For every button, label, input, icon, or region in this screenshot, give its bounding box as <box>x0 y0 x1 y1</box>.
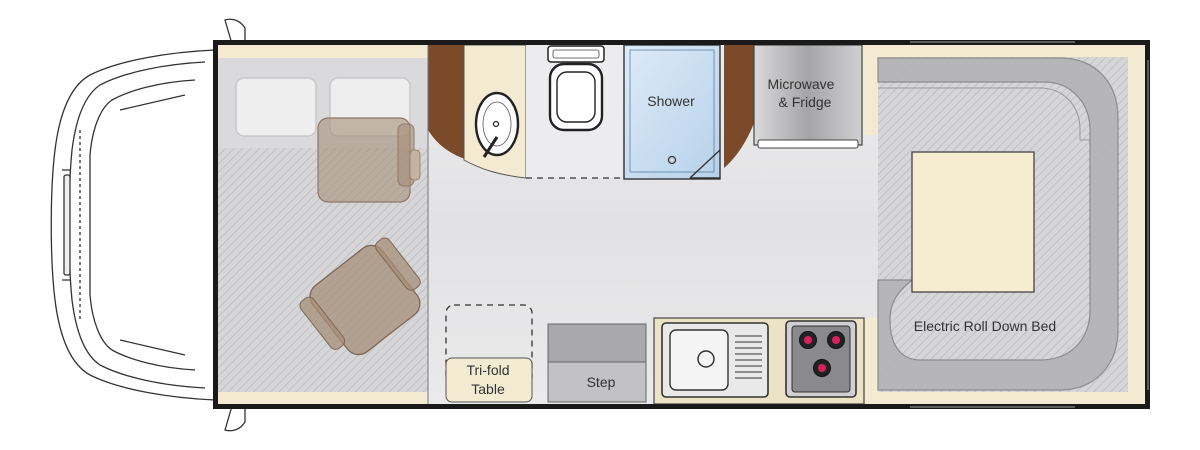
swivel-seat-icon <box>299 237 421 356</box>
rear-trim-end <box>1128 45 1145 404</box>
rear-trim-post <box>863 45 878 135</box>
rear-trim-top <box>878 45 1145 57</box>
table-extended-outline <box>445 304 533 386</box>
microwave-fridge-unit <box>753 44 863 149</box>
step-label: Step <box>587 374 616 390</box>
tri-fold-table-label-line1: Tri-fold <box>466 362 509 378</box>
lounge-table <box>911 151 1035 293</box>
shower-label: Shower <box>647 93 695 109</box>
rear-trim-bottom <box>878 392 1145 404</box>
tri-fold-table-label-line2: Table <box>471 381 505 397</box>
van-cab-icon <box>50 18 246 432</box>
cab-trim-bottom <box>218 392 428 404</box>
step-upper <box>547 323 647 363</box>
hob-icon <box>785 320 857 398</box>
electric-bed-label: Electric Roll Down Bed <box>914 318 1056 334</box>
basin-icon <box>474 91 520 158</box>
step <box>547 361 647 403</box>
window-lines <box>910 41 1149 408</box>
sink-icon <box>661 322 769 398</box>
tri-fold-table <box>445 357 533 403</box>
wood-panel-right <box>724 45 756 168</box>
microwave-fridge-label-line2: & Fridge <box>779 94 832 110</box>
microwave-fridge-label-line1: Microwave <box>768 76 835 92</box>
shower-tray <box>623 44 721 180</box>
cab-seat-icon <box>235 77 421 203</box>
cab-trim-top <box>218 45 428 58</box>
wood-panel-left <box>428 45 468 160</box>
rear-trim-post-low <box>863 318 878 404</box>
toilet-icon <box>547 45 605 132</box>
lounge-seating <box>877 57 1119 391</box>
